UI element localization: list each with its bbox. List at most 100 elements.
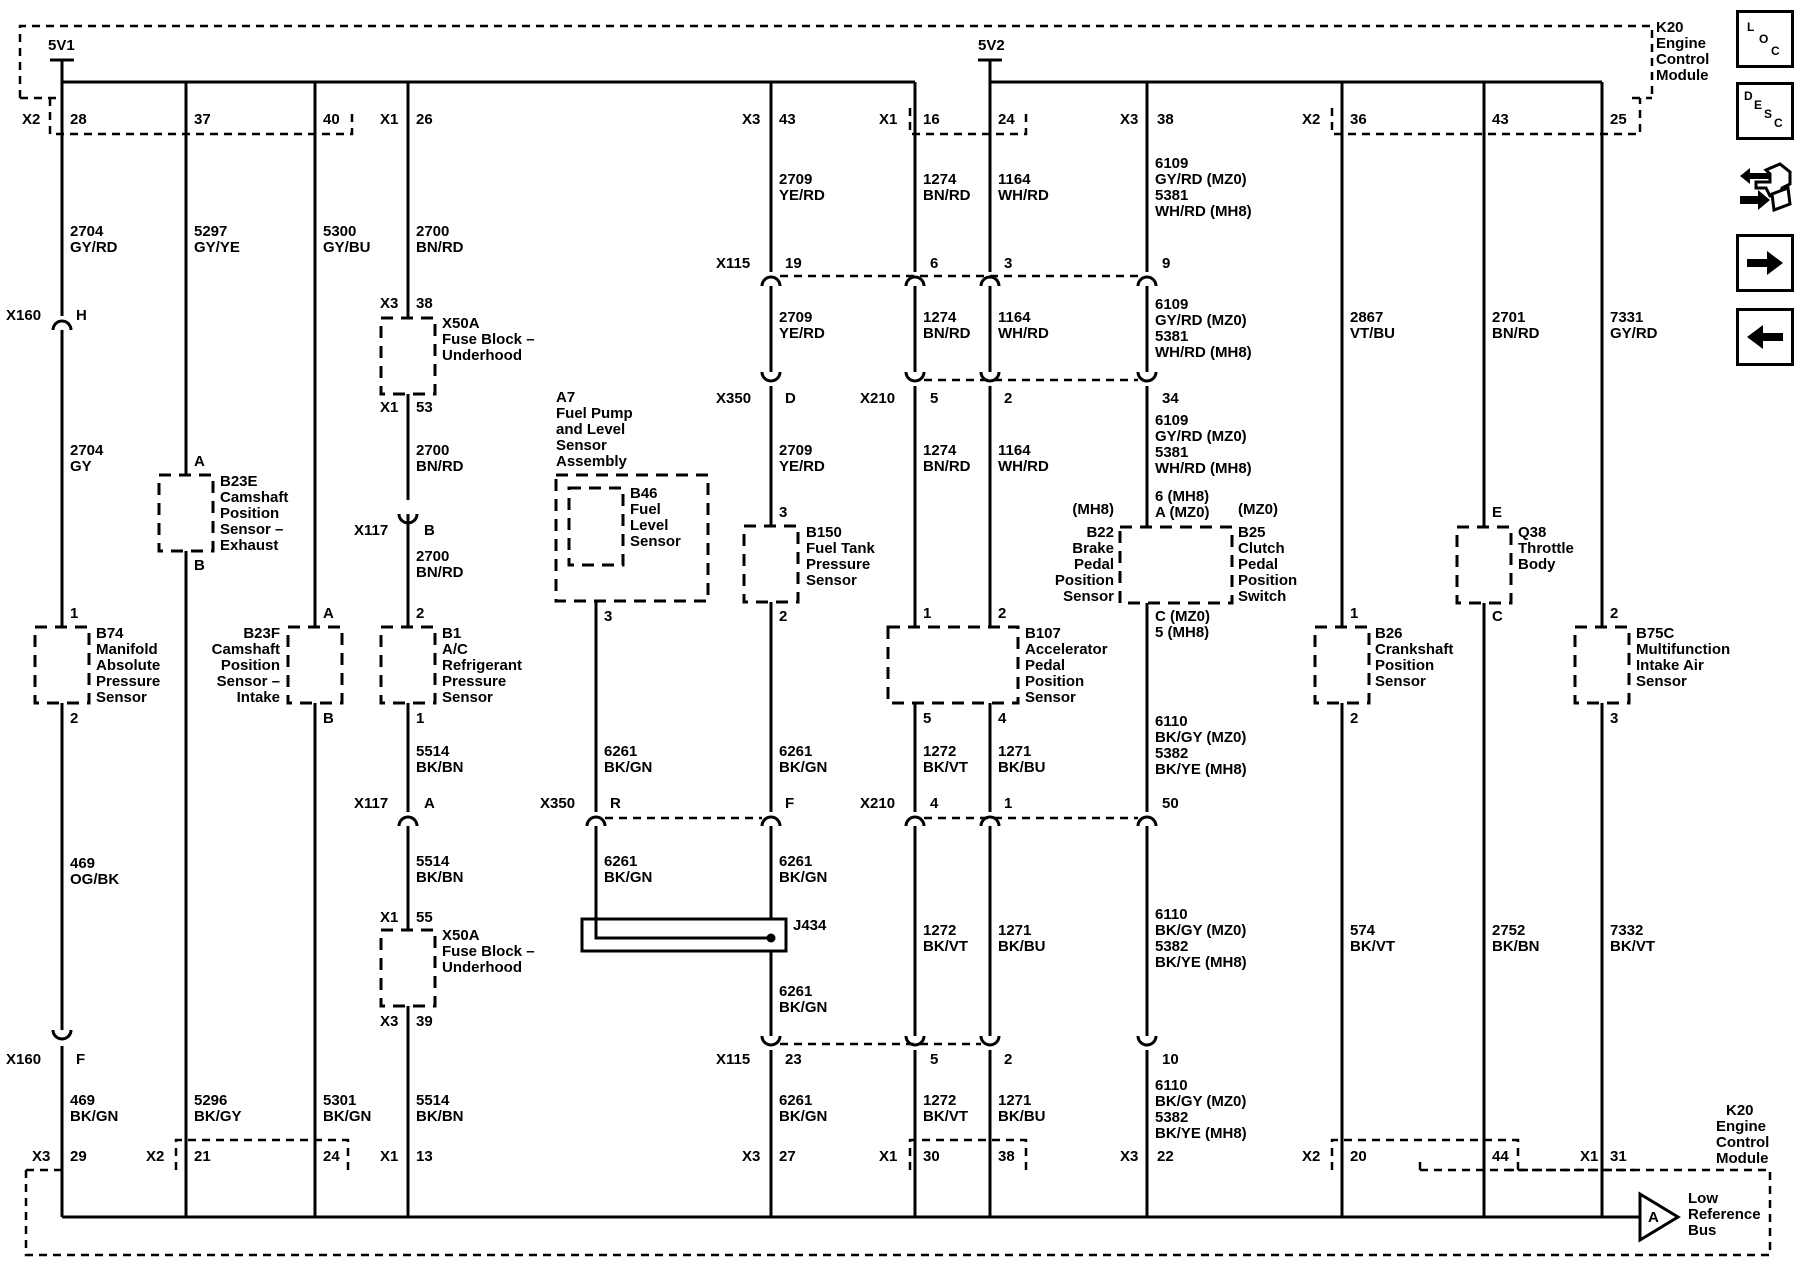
desc-icon: D E S C xyxy=(1744,89,1783,130)
svg-text:55: 55 xyxy=(416,909,433,926)
svg-text:6109: 6109 xyxy=(1155,296,1188,313)
svg-text:1271: 1271 xyxy=(998,922,1031,939)
top-conn-x2b: X2 xyxy=(1302,111,1320,128)
svg-text:B1: B1 xyxy=(442,625,461,642)
svg-text:5: 5 xyxy=(923,710,931,727)
svg-text:A: A xyxy=(323,605,334,622)
low-reference-symbol: A xyxy=(1648,1209,1659,1226)
svg-text:A: A xyxy=(194,453,205,470)
svg-text:Underhood: Underhood xyxy=(442,347,522,364)
x115-2-arc xyxy=(979,1035,1001,1047)
svg-text:24: 24 xyxy=(323,1148,340,1165)
svg-text:BK/GN: BK/GN xyxy=(779,869,827,886)
svg-text:X117: X117 xyxy=(354,795,388,812)
svg-text:Accelerator: Accelerator xyxy=(1025,641,1108,658)
top-conn-x1a: X1 xyxy=(380,111,398,128)
svg-text:Camshaft: Camshaft xyxy=(220,489,288,506)
svg-text:Fuse Block –: Fuse Block – xyxy=(442,943,535,960)
svg-text:B26: B26 xyxy=(1375,625,1403,642)
top-conn-x2a: X2 xyxy=(22,111,40,128)
svg-text:X210: X210 xyxy=(860,390,895,407)
svg-text:1: 1 xyxy=(923,605,931,622)
ecm-bottom-outline xyxy=(24,1168,1772,1257)
svg-text:B: B xyxy=(323,710,334,727)
svg-text:BN/RD: BN/RD xyxy=(1492,325,1540,342)
svg-text:BK/BN: BK/BN xyxy=(416,759,464,776)
svg-text:1272: 1272 xyxy=(923,1092,956,1109)
ecm-label-top: K20 Engine Control Module xyxy=(1656,19,1709,84)
svg-text:20: 20 xyxy=(1350,1148,1367,1165)
x210-50-arc xyxy=(1136,815,1158,827)
top-conn-x1b: X1 xyxy=(879,111,897,128)
svg-text:Position: Position xyxy=(1238,572,1297,589)
svg-text:BK/VT: BK/VT xyxy=(923,938,968,955)
svg-text:6109: 6109 xyxy=(1155,412,1188,429)
svg-text:Intake: Intake xyxy=(237,689,280,706)
svg-text:C: C xyxy=(1774,116,1783,130)
svg-text:Level: Level xyxy=(630,517,668,534)
x350-f-arc xyxy=(760,815,782,827)
b107-box xyxy=(886,625,1020,705)
svg-text:1274: 1274 xyxy=(923,442,957,459)
svg-text:WH/RD: WH/RD xyxy=(998,187,1049,204)
svg-text:X50A: X50A xyxy=(442,927,480,944)
previous-button[interactable] xyxy=(1736,308,1794,366)
x115-23-arc xyxy=(760,1035,782,1047)
svg-text:6110: 6110 xyxy=(1155,713,1188,730)
svg-text:Pedal: Pedal xyxy=(1238,556,1278,573)
next-button[interactable] xyxy=(1736,234,1794,292)
j434-label: J434 xyxy=(793,917,827,934)
svg-text:Fuel Pump: Fuel Pump xyxy=(556,405,633,422)
x210-5-arc xyxy=(904,371,926,383)
svg-text:6261: 6261 xyxy=(779,1092,812,1109)
svg-text:2: 2 xyxy=(1004,1051,1012,1068)
svg-text:5382: 5382 xyxy=(1155,1109,1188,1126)
svg-text:GY/BU: GY/BU xyxy=(323,239,371,256)
svg-text:X3: X3 xyxy=(380,295,398,312)
svg-text:2709: 2709 xyxy=(779,309,812,326)
svg-text:C: C xyxy=(1492,608,1503,625)
svg-text:BN/RD: BN/RD xyxy=(923,458,971,475)
conn-bot-x1b xyxy=(908,1138,1028,1170)
svg-text:Pedal: Pedal xyxy=(1025,657,1065,674)
svg-text:B: B xyxy=(194,557,205,574)
j434-splice-pack xyxy=(580,917,788,953)
svg-text:F: F xyxy=(76,1051,85,1068)
svg-text:Module: Module xyxy=(1716,1150,1769,1167)
svg-text:BK/GN: BK/GN xyxy=(604,869,652,886)
component-b26-label: B26 Crankshaft Position Sensor xyxy=(1375,625,1453,690)
svg-text:6110: 6110 xyxy=(1155,1077,1188,1094)
svg-text:Position: Position xyxy=(1375,657,1434,674)
svg-text:2700: 2700 xyxy=(416,223,449,240)
svg-text:Manifold: Manifold xyxy=(96,641,158,658)
svg-text:WH/RD (MH8): WH/RD (MH8) xyxy=(1155,344,1252,361)
supply-5v2-label: 5V2 xyxy=(978,37,1005,54)
top-pin-43a: 43 xyxy=(779,111,796,128)
svg-text:1: 1 xyxy=(1004,795,1012,812)
conn-bot-x2b xyxy=(1330,1138,1520,1170)
svg-text:B23F: B23F xyxy=(243,625,280,642)
svg-text:2752: 2752 xyxy=(1492,922,1525,939)
loc-button[interactable]: L O C xyxy=(1736,10,1794,68)
svg-text:YE/RD: YE/RD xyxy=(779,458,825,475)
x210-34-arc xyxy=(1136,371,1158,383)
svg-text:Brake: Brake xyxy=(1072,540,1114,557)
svg-text:BK/YE (MH8): BK/YE (MH8) xyxy=(1155,761,1247,778)
x50a-bot-box xyxy=(379,928,437,1008)
svg-text:Clutch: Clutch xyxy=(1238,540,1285,557)
svg-text:5297: 5297 xyxy=(194,223,227,240)
svg-text:5514: 5514 xyxy=(416,853,450,870)
svg-text:BK/VT: BK/VT xyxy=(1610,938,1655,955)
svg-text:X1: X1 xyxy=(1580,1148,1598,1165)
svg-text:2: 2 xyxy=(779,608,787,625)
svg-text:5296: 5296 xyxy=(194,1092,227,1109)
svg-text:X2: X2 xyxy=(1302,1148,1320,1165)
desc-button[interactable]: D E S C xyxy=(1736,82,1794,140)
svg-text:X160: X160 xyxy=(6,1051,41,1068)
connector-view-button[interactable] xyxy=(1736,158,1794,216)
svg-text:YE/RD: YE/RD xyxy=(779,325,825,342)
low-reference-arrow-icon xyxy=(1638,1191,1681,1243)
svg-text:and Level: and Level xyxy=(556,421,625,438)
svg-text:C (MZ0): C (MZ0) xyxy=(1155,608,1210,625)
svg-text:7331: 7331 xyxy=(1610,309,1643,326)
